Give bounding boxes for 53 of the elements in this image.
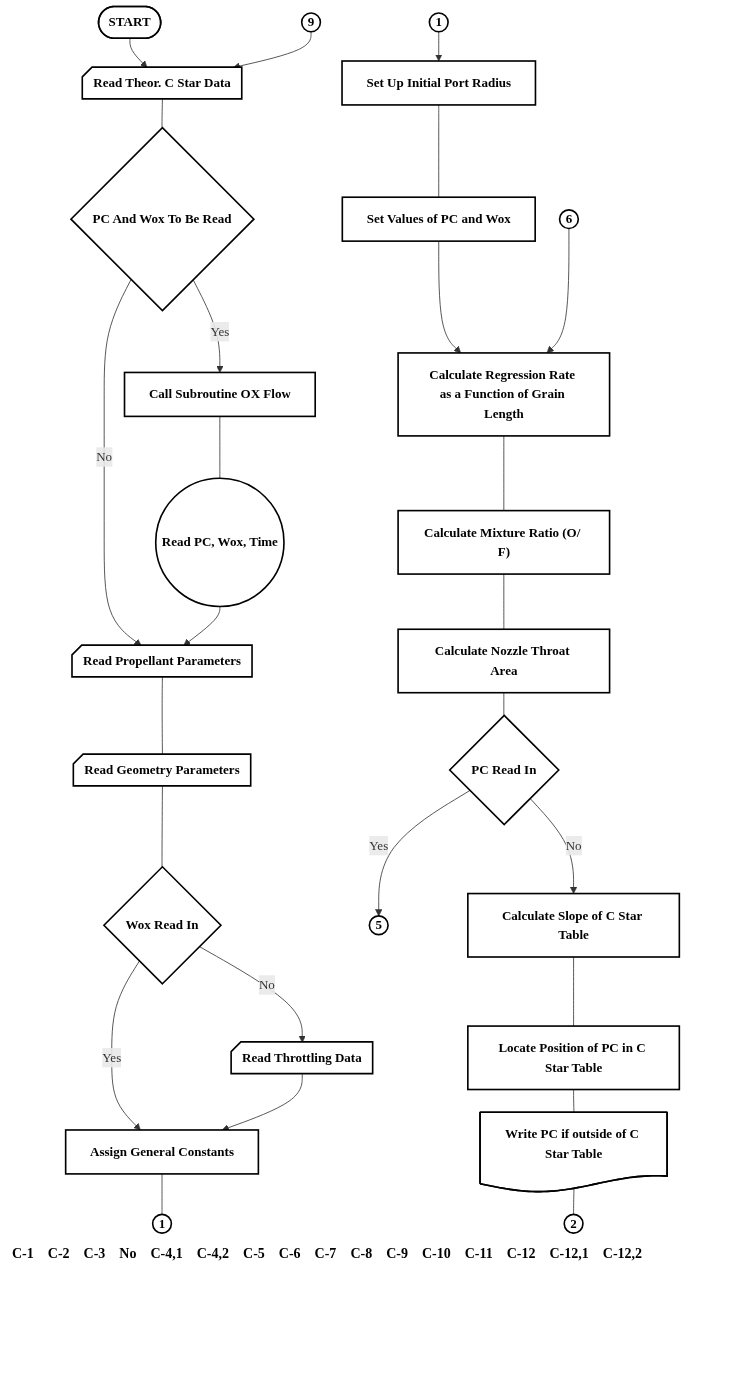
step-number: C-11	[464, 1246, 493, 1262]
node-circle	[563, 1213, 584, 1234]
connector	[438, 104, 440, 198]
connector	[161, 676, 163, 755]
node-diamond	[448, 714, 560, 826]
step-number: C-1	[12, 1246, 34, 1262]
node-box	[341, 196, 536, 242]
step-number: C-8	[350, 1246, 373, 1262]
edge-label: Yes	[369, 838, 389, 853]
connector	[573, 1188, 575, 1215]
edge-label: Yes	[102, 1050, 122, 1065]
step-number: C-4,1	[150, 1246, 183, 1262]
step-number: No	[119, 1246, 137, 1262]
node-box	[397, 628, 611, 694]
node-circle	[428, 12, 449, 33]
node-box	[397, 509, 611, 575]
connector	[503, 573, 505, 630]
node-box	[467, 1025, 681, 1091]
node-box	[341, 60, 537, 106]
connector	[161, 98, 163, 129]
connector	[161, 1173, 163, 1215]
node-diamond	[102, 865, 223, 985]
connector	[573, 956, 574, 1027]
node-circle	[151, 1213, 173, 1234]
node-circle	[154, 477, 285, 608]
connector	[219, 416, 221, 479]
node-box	[397, 352, 611, 437]
step-number: C-5	[243, 1246, 265, 1262]
connector	[503, 692, 505, 716]
step-number: C-6	[278, 1246, 301, 1262]
edge-label: Yes	[210, 324, 230, 339]
step-number: C-10	[421, 1246, 451, 1262]
node-circle	[558, 209, 580, 230]
node-box	[123, 371, 316, 418]
node-box	[64, 1129, 260, 1175]
node-box	[467, 892, 681, 958]
step-number: C-12,1	[549, 1246, 589, 1262]
connector	[161, 785, 163, 868]
step-number: C-7	[314, 1246, 337, 1262]
node-diamond	[69, 126, 256, 312]
edge-label: No	[96, 449, 113, 464]
step-number: C-3	[83, 1246, 106, 1262]
edge-label: No	[258, 977, 275, 992]
step-number: C-4,2	[196, 1246, 230, 1262]
step-number: C-2	[47, 1246, 70, 1262]
node-circle	[368, 915, 389, 936]
flowchart-drawing: Yes No No Yes Yes No START 9 Read Theor. C Star Data PC And Wox To Be Read Call Subroutine OX Flow Read PC, Wox, Time Read Propellant Parameters Read Geometry Parameters Wox Read In Read Throttling Data Assign General Constants 1 1 Set Up Initial Port Radius Set Values of PC and Wox 6 Calculate Regression Rate as a Function of Grain Length Calculate Mixture Ratio (O/ F) Calculate Nozzle Throat Area PC Read In 5 Calculate Slope of C Star Table Locate Position of PC in C Star Table Write PC if outside of C Star Table 2	[0, 0, 745, 1240]
step-number: C-12	[506, 1246, 536, 1262]
step-number: C-9	[386, 1246, 408, 1262]
step-number: C-12,2	[602, 1246, 643, 1262]
node-circle	[300, 12, 322, 33]
connector	[503, 435, 505, 512]
edge-label: No	[565, 838, 582, 853]
